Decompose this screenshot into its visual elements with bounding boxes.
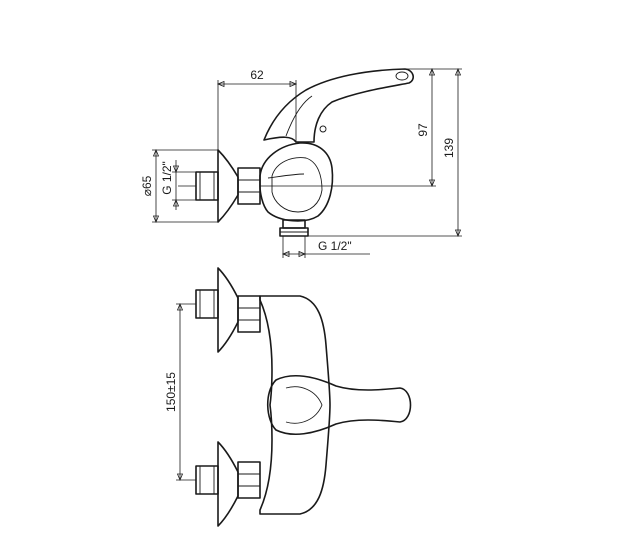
lower-hex-nut (237, 461, 261, 499)
lever-handle (263, 68, 414, 143)
dim-label-flange: ⌀65 (140, 175, 154, 196)
upper-inlet-connector (195, 289, 219, 319)
outlet-connector (279, 219, 309, 237)
mixer-body-top (259, 295, 331, 515)
dimension-outlet-height: 97 (260, 67, 436, 188)
wall-flange (217, 149, 239, 223)
hex-nut (237, 167, 261, 205)
dim-label-outlet-thread: G 1/2" (318, 239, 352, 253)
side-view: 62 97 139 ⌀65 (140, 67, 462, 258)
dim-label-139: 139 (442, 138, 456, 158)
dimension-outlet-thread: G 1/2" (281, 236, 370, 258)
upper-wall-flange (217, 267, 239, 353)
dimension-flange-diameter: ⌀65 (140, 148, 218, 224)
lower-wall-flange (217, 441, 239, 527)
inlet-connector (178, 171, 219, 201)
dimension-spout-reach: 62 (216, 68, 298, 150)
top-view: 150±15 (164, 267, 412, 527)
dim-label-inlet-thread: G 1/2" (160, 161, 174, 195)
dim-label-62: 62 (250, 68, 264, 82)
dimension-inlet-centers: 150±15 (164, 302, 196, 482)
dimension-inlet-thread: G 1/2" (160, 160, 196, 210)
lower-inlet-connector (195, 465, 219, 495)
dim-label-centers: 150±15 (164, 372, 178, 412)
mixer-body (259, 142, 334, 222)
lever-handle-top (266, 374, 412, 436)
dim-label-97: 97 (416, 123, 430, 137)
dimension-total-height: 139 (308, 67, 462, 238)
upper-hex-nut (237, 295, 261, 333)
